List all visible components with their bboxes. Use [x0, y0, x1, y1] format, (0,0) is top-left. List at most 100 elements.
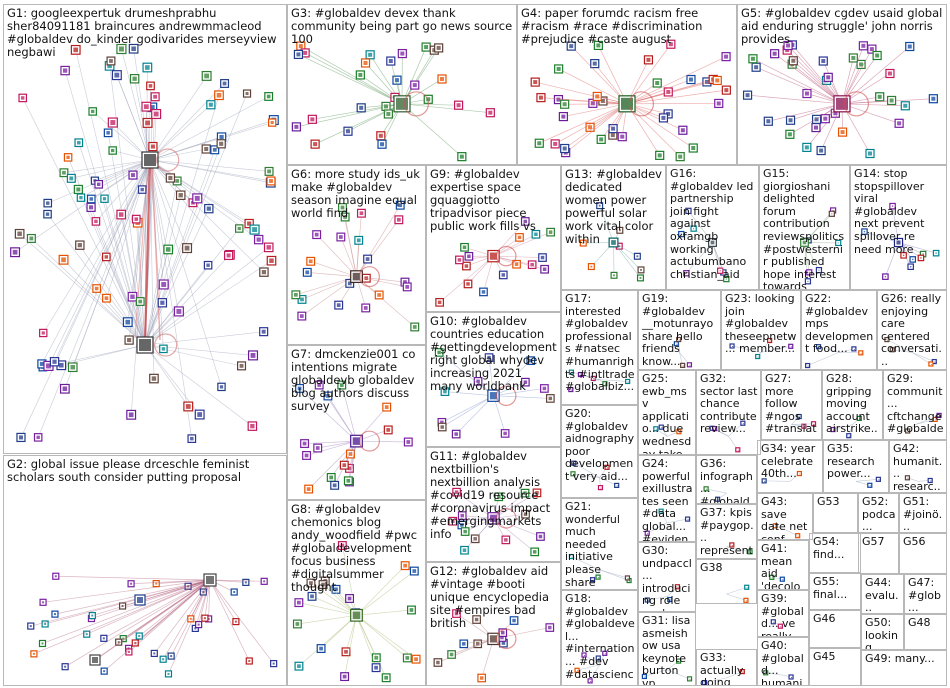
edge — [30, 579, 211, 627]
vertex-image — [167, 672, 170, 675]
vertex-image — [896, 240, 901, 245]
group-label-g44: G44: evalu... — [865, 576, 899, 614]
edge — [106, 256, 146, 346]
edge — [864, 231, 899, 243]
edge — [598, 45, 628, 104]
edge — [298, 615, 357, 667]
vertex-image — [234, 620, 237, 623]
group-label-g16: G16: #globaldev led partnership join fig… — [670, 167, 754, 281]
vertex-image — [89, 205, 94, 210]
vertex-image — [454, 432, 458, 436]
group-label-g6: G6: more study ids_uk make #globaldev se… — [291, 167, 420, 220]
vertex-image — [797, 535, 799, 537]
group-label-g54: G54: find... — [813, 535, 845, 561]
vertex-image — [773, 621, 775, 623]
vertex-image — [677, 586, 679, 588]
vertex-image — [821, 59, 826, 64]
vertex-image — [248, 659, 251, 662]
vertex-image — [833, 111, 838, 116]
edge — [91, 159, 151, 200]
group-panel-g52: G52: podca... — [858, 493, 899, 533]
edge — [787, 45, 843, 105]
edge — [626, 103, 694, 149]
edge — [135, 219, 146, 346]
vertex-image — [140, 187, 144, 192]
vertex-image — [256, 237, 261, 242]
vertex-image — [103, 670, 106, 673]
edge — [78, 142, 146, 346]
vertex-image — [877, 94, 882, 99]
group-label-g50: G50: looking... — [865, 616, 898, 650]
vertex-image — [599, 137, 604, 142]
vertex-image — [863, 230, 866, 233]
vertex-image — [629, 580, 631, 582]
vertex-image — [818, 346, 820, 348]
edge — [149, 159, 222, 387]
vertex-image — [131, 46, 136, 52]
vertex-image — [203, 617, 206, 620]
vertex-image — [406, 440, 411, 444]
vertex-image — [122, 637, 125, 640]
vertex-image — [459, 154, 464, 159]
vertex-image — [317, 383, 322, 387]
group-label-g19: G19: #globaldev __motunrayo share hello … — [642, 292, 714, 368]
vertex-image — [636, 255, 639, 258]
vertex-image — [252, 227, 258, 233]
edge — [493, 518, 535, 553]
vertex-image — [204, 146, 209, 152]
vertex-image — [208, 102, 213, 107]
edge — [455, 395, 494, 435]
edge — [914, 419, 936, 425]
edge — [311, 596, 357, 616]
vertex-image — [823, 116, 828, 121]
edge — [791, 423, 814, 425]
group-panel-g35: G35: research power... — [823, 440, 889, 493]
edge — [42, 159, 151, 334]
group-label-g12: G12: #globaldev aid #vintage #booti uniq… — [430, 564, 550, 630]
vertex-image — [334, 587, 338, 592]
vertex-image — [573, 463, 575, 465]
vertex-image — [303, 50, 308, 55]
edge — [134, 167, 149, 339]
vertex-image — [41, 331, 45, 335]
group-panel-g54: G54: find... — [809, 533, 861, 573]
edge — [356, 609, 412, 616]
vertex-image — [479, 676, 484, 680]
vertex-image — [222, 81, 227, 86]
edge — [841, 103, 906, 107]
vertex-image — [342, 463, 347, 468]
vertex-image — [403, 563, 408, 568]
edge — [314, 103, 403, 145]
edge — [144, 249, 169, 346]
vertex-image — [148, 84, 153, 88]
edge — [599, 477, 617, 486]
vertex-image — [165, 247, 171, 252]
group-label-g20: G20: #globaldev aidnography poor develop… — [565, 407, 635, 483]
vertex-image — [725, 278, 727, 280]
edge — [144, 331, 264, 346]
edge — [356, 615, 377, 668]
vertex-image — [813, 125, 818, 130]
vertex-image — [340, 543, 345, 548]
group-label-g30: G30: undpaccl... introducing role explor… — [642, 544, 692, 611]
vertex-image — [750, 551, 752, 553]
vertex-image — [869, 47, 874, 52]
edge — [297, 614, 357, 625]
vertex-image — [512, 618, 516, 623]
vertex-image — [297, 600, 301, 605]
vertex-image — [398, 203, 403, 208]
vertex-image — [523, 219, 528, 224]
vertex-image — [523, 491, 527, 495]
group-label-g48: G48 — [908, 616, 931, 629]
group-label-g56: G56 — [903, 535, 926, 548]
vertex-image — [144, 104, 149, 110]
edge — [818, 346, 840, 353]
edge — [209, 579, 237, 622]
vertex-image — [803, 426, 805, 428]
self-loop — [154, 333, 178, 357]
group-panel-g46: G46 — [809, 610, 861, 648]
vertex-image — [669, 599, 671, 601]
vertex-image — [69, 176, 74, 181]
edge — [576, 664, 600, 671]
edge — [304, 52, 403, 105]
